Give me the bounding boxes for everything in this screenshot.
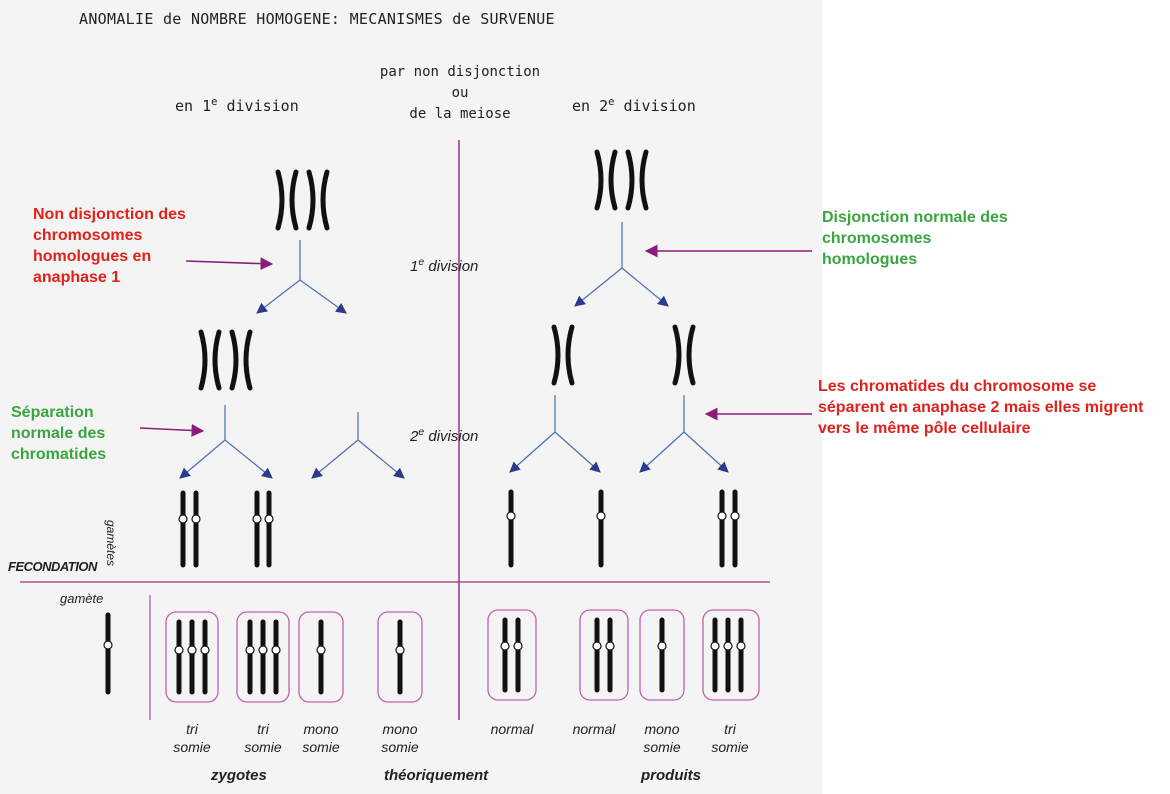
zygote-label-3-line1: mono [303,721,339,737]
zygote-label-5: normal [478,720,546,738]
header-left-sup: e [211,96,218,108]
footer-theoriquement: théoriquement [384,767,489,784]
zygote-box-8 [702,609,760,701]
zygote-label-3-line2: somie [302,739,340,755]
zygote-label-6-line1: normal [572,721,616,737]
label-gametes: gamètes [104,520,118,567]
first-division-sup: e [418,256,425,268]
zygote-label-6: normal [560,720,628,738]
zygote-box-1 [165,611,219,703]
zygote-label-8-line1: tri [724,721,736,737]
zygote-box-3 [298,611,344,703]
left-daughter-chromosomes [201,332,250,388]
zygote-label-7-line1: mono [644,721,680,737]
page-title: ANOMALIE de NOMBRE HOMOGENE: MECANISMES … [79,10,555,28]
header-right-sup: e [608,96,615,108]
annotation-chromatides-meme-pole: Les chromatides du chromosome se séparen… [818,378,1144,437]
zygote-label-4-line1: mono [382,721,418,737]
zygote-label-4: mono somie [370,720,430,756]
header-left-suffix: division [217,97,299,115]
annotation-non-disjonction: Non disjonction des chromosomes homologu… [33,206,186,286]
zygote-label-8-line2: somie [711,739,749,755]
zygote-label-2-line2: somie [244,739,282,755]
header-center-line1: par non disjonction [379,64,541,80]
header-center: par non disjonction ou de la meiose [360,62,560,125]
header-right: en 2e division [572,96,696,115]
left-gametes [180,490,272,568]
header-right-prefix: en 2 [572,97,609,115]
zygote-label-7-line2: somie [643,739,681,755]
zygote-box-7 [639,609,685,701]
footer-produits: produits [641,767,701,784]
incoming-gamete [103,612,113,695]
zygote-label-1-line1: tri [186,721,198,737]
zygote-label-8: tri somie [700,720,760,756]
pointer-arrow-non-disjonction [185,257,274,270]
right-daughter-chromosomes [554,327,693,383]
zygote-label-1-line2: somie [173,739,211,755]
zygote-box-4 [377,611,423,703]
first-division-text: division [424,258,479,275]
header-left: en 1e division [175,96,299,115]
label-fecondation: FECONDATION [8,559,97,574]
first-division-num: 1 [410,258,419,275]
second-division-text: division [424,428,479,445]
zygote-label-4-line2: somie [381,739,419,755]
right-parent-chromosomes [597,152,646,208]
second-division-num: 2 [410,428,419,445]
zygote-label-2: tri somie [233,720,293,756]
zygote-label-2-line1: tri [257,721,269,737]
zygote-box-5 [487,609,537,701]
header-right-suffix: division [614,97,696,115]
footer-zygotes: zygotes [211,767,267,784]
right-gametes [508,489,738,568]
label-gamete: gamète [60,591,104,606]
label-2e-division: 2e division [410,426,478,445]
zygote-label-1: tri somie [162,720,222,756]
zygote-label-7: mono somie [632,720,692,756]
left-parent-chromosomes [278,172,327,228]
diagram-panel [0,0,822,794]
annotation-separation-normale: Séparation normale des chromatides [11,404,107,463]
header-left-prefix: en 1 [175,97,212,115]
zygote-box-2 [236,611,290,703]
annotation-disjonction-normale: Disjonction normale des chromosomes homo… [822,209,1008,268]
zygote-box-6 [579,609,629,701]
pointer-arrow-separation [139,424,205,437]
zygote-label-5-line1: normal [490,721,534,737]
second-division-sup: e [418,426,425,438]
zygote-label-3: mono somie [291,720,351,756]
header-center-line2: ou [451,85,469,101]
label-1e-division: 1e division [410,256,478,275]
header-center-line3: de la meiose [409,106,511,122]
